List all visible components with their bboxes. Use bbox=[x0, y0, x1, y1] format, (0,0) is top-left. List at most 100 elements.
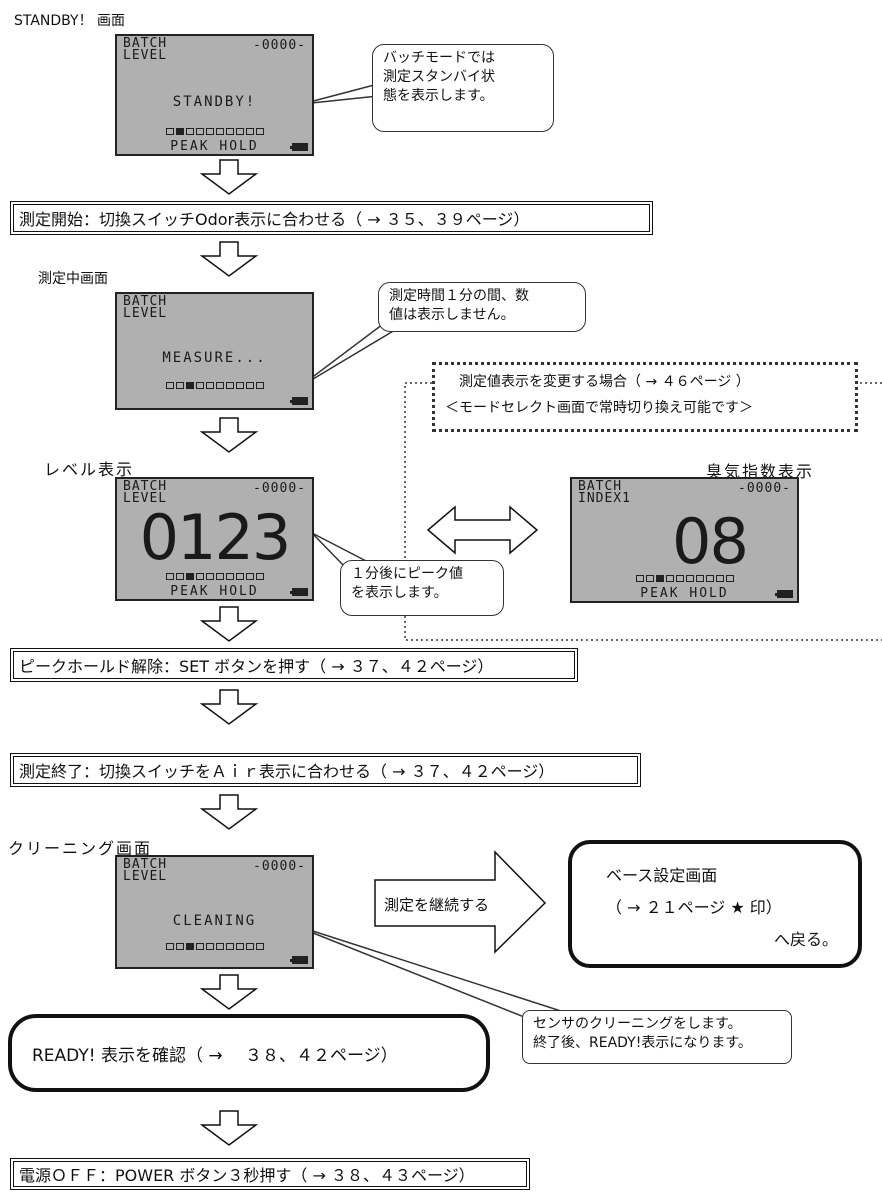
standby-callout: バッチモードでは 測定スタンバイ状 態を表示します。 bbox=[372, 44, 554, 132]
lcd-segment bbox=[185, 382, 194, 389]
battery-icon bbox=[775, 590, 793, 598]
lcd-batch-label: BATCH bbox=[578, 479, 623, 494]
cleaning-lcd: BATCH LEVEL -0000- CLEANING bbox=[115, 855, 314, 969]
level-lcd: BATCH LEVEL -0000- 0123 PEAK HOLD bbox=[115, 477, 314, 601]
lcd-level-label: LEVEL bbox=[123, 306, 168, 321]
lcd-big-value: 0123 bbox=[139, 501, 292, 574]
lcd-segments bbox=[117, 573, 312, 580]
measuring-lcd: BATCH LEVEL MEASURE... bbox=[115, 292, 314, 410]
lcd-segment bbox=[665, 575, 674, 582]
lcd-message: MEASURE... bbox=[162, 350, 267, 366]
battery-icon bbox=[290, 143, 308, 151]
lcd-segment bbox=[255, 573, 264, 580]
lcd-segment bbox=[205, 573, 214, 580]
lcd-batch-label: BATCH bbox=[123, 857, 168, 872]
lcd-segment bbox=[215, 382, 224, 389]
step-start-bar: 測定開始：切換スイッチOdor表示に合わせる（ → ３５、３９ページ） bbox=[10, 201, 653, 235]
lcd-segment bbox=[175, 128, 184, 135]
lcd-segment bbox=[215, 943, 224, 950]
lcd-segment bbox=[215, 128, 224, 135]
lcd-segment bbox=[235, 573, 244, 580]
lcd-segment bbox=[205, 943, 214, 950]
lcd-segment bbox=[175, 573, 184, 580]
battery-icon bbox=[290, 588, 308, 596]
lcd-segment bbox=[675, 575, 684, 582]
lcd-segments bbox=[117, 382, 312, 389]
return-box-line3: へ戻る。 bbox=[773, 930, 838, 949]
lcd-value: -0000- bbox=[253, 38, 306, 53]
lcd-segment bbox=[175, 382, 184, 389]
step-peak-release-bar: ピークホールド解除：SET ボタンを押す（ → ３７、４２ページ） bbox=[10, 648, 578, 682]
lcd-segment bbox=[205, 382, 214, 389]
change-display-line1: 測定値表示を変更する場合（ → ４６ページ ） bbox=[459, 374, 750, 390]
lcd-segment bbox=[255, 943, 264, 950]
standby-caption: STANDBY！ 画面 bbox=[14, 13, 126, 29]
lcd-segment bbox=[195, 382, 204, 389]
lcd-segment bbox=[255, 382, 264, 389]
lcd-segment bbox=[235, 943, 244, 950]
down-arrow-icon bbox=[199, 689, 259, 725]
battery-icon bbox=[290, 397, 308, 405]
lcd-segment bbox=[185, 128, 194, 135]
odor-index-caption: 臭気指数表示 bbox=[706, 462, 815, 481]
lcd-batch-label: BATCH bbox=[123, 294, 168, 309]
lcd-segment bbox=[185, 573, 194, 580]
lcd-bottom: PEAK HOLD bbox=[640, 586, 729, 601]
continue-arrow-icon bbox=[374, 850, 547, 954]
level-caption: レベル表示 bbox=[44, 460, 135, 479]
down-arrow-icon bbox=[199, 1110, 259, 1146]
lcd-segment bbox=[205, 128, 214, 135]
lcd-segment bbox=[195, 573, 204, 580]
lcd-value: -0000- bbox=[738, 481, 791, 496]
lcd-segments bbox=[572, 575, 797, 582]
lcd-segment bbox=[225, 573, 234, 580]
lcd-index-label: INDEX1 bbox=[578, 491, 631, 506]
down-arrow-icon bbox=[199, 417, 259, 453]
step-power-off-bar: 電源ＯＦＦ：POWER ボタン３秒押す（ → ３８、４３ページ） bbox=[10, 1158, 530, 1190]
lcd-segment bbox=[255, 128, 264, 135]
lcd-segment bbox=[725, 575, 734, 582]
lcd-segment bbox=[245, 128, 254, 135]
change-display-line2: ＜モードセレクト画面で常時切り換え可能です＞ bbox=[445, 400, 753, 416]
lcd-segment bbox=[165, 128, 174, 135]
step-ready-box: READY! 表示を確認（ → ３８、４２ページ） bbox=[8, 1014, 490, 1092]
measuring-callout: 測定時間１分の間、数 値は表示しません。 bbox=[378, 282, 586, 332]
lcd-segment bbox=[705, 575, 714, 582]
lcd-segment bbox=[655, 575, 664, 582]
lcd-segment bbox=[715, 575, 724, 582]
cleaning-caption: クリーニング画面 bbox=[8, 839, 153, 858]
cleaning-callout: センサのクリーニングをします。 終了後、READY!表示になります。 bbox=[522, 1010, 792, 1064]
lcd-segment bbox=[215, 573, 224, 580]
lcd-level-label: LEVEL bbox=[123, 48, 168, 63]
lcd-big-value: 08 bbox=[672, 505, 749, 578]
lcd-level-label: LEVEL bbox=[123, 491, 168, 506]
lcd-message: STANDBY! bbox=[172, 94, 257, 110]
return-box-line1: ベース設定画面 bbox=[606, 866, 718, 885]
lcd-segments bbox=[117, 128, 312, 135]
lcd-segment bbox=[225, 128, 234, 135]
lcd-segment bbox=[695, 575, 704, 582]
lcd-segment bbox=[685, 575, 694, 582]
lcd-value: -0000- bbox=[253, 481, 306, 496]
lcd-segment bbox=[225, 382, 234, 389]
lcd-segment bbox=[165, 943, 174, 950]
lcd-bottom: PEAK HOLD bbox=[170, 584, 259, 599]
level-callout: １分後にピーク値 を表示します。 bbox=[340, 560, 504, 616]
down-arrow-icon bbox=[199, 794, 259, 830]
lcd-message: CLEANING bbox=[172, 913, 257, 929]
lcd-segment bbox=[225, 943, 234, 950]
lcd-segment bbox=[165, 573, 174, 580]
lcd-bottom: PEAK HOLD bbox=[170, 139, 259, 154]
down-arrow-icon bbox=[199, 241, 259, 277]
lcd-segment bbox=[235, 382, 244, 389]
lcd-level-label: LEVEL bbox=[123, 869, 168, 884]
double-arrow-icon bbox=[426, 505, 539, 555]
lcd-value: -0000- bbox=[253, 859, 306, 874]
lcd-segment bbox=[185, 943, 194, 950]
down-arrow-icon bbox=[199, 606, 259, 642]
lcd-segment bbox=[195, 943, 204, 950]
lcd-segment bbox=[245, 573, 254, 580]
odor-index-lcd: BATCH INDEX1 -0000- 08 PEAK HOLD bbox=[570, 477, 799, 603]
continue-arrow-label: 測定を継続する bbox=[384, 896, 490, 914]
